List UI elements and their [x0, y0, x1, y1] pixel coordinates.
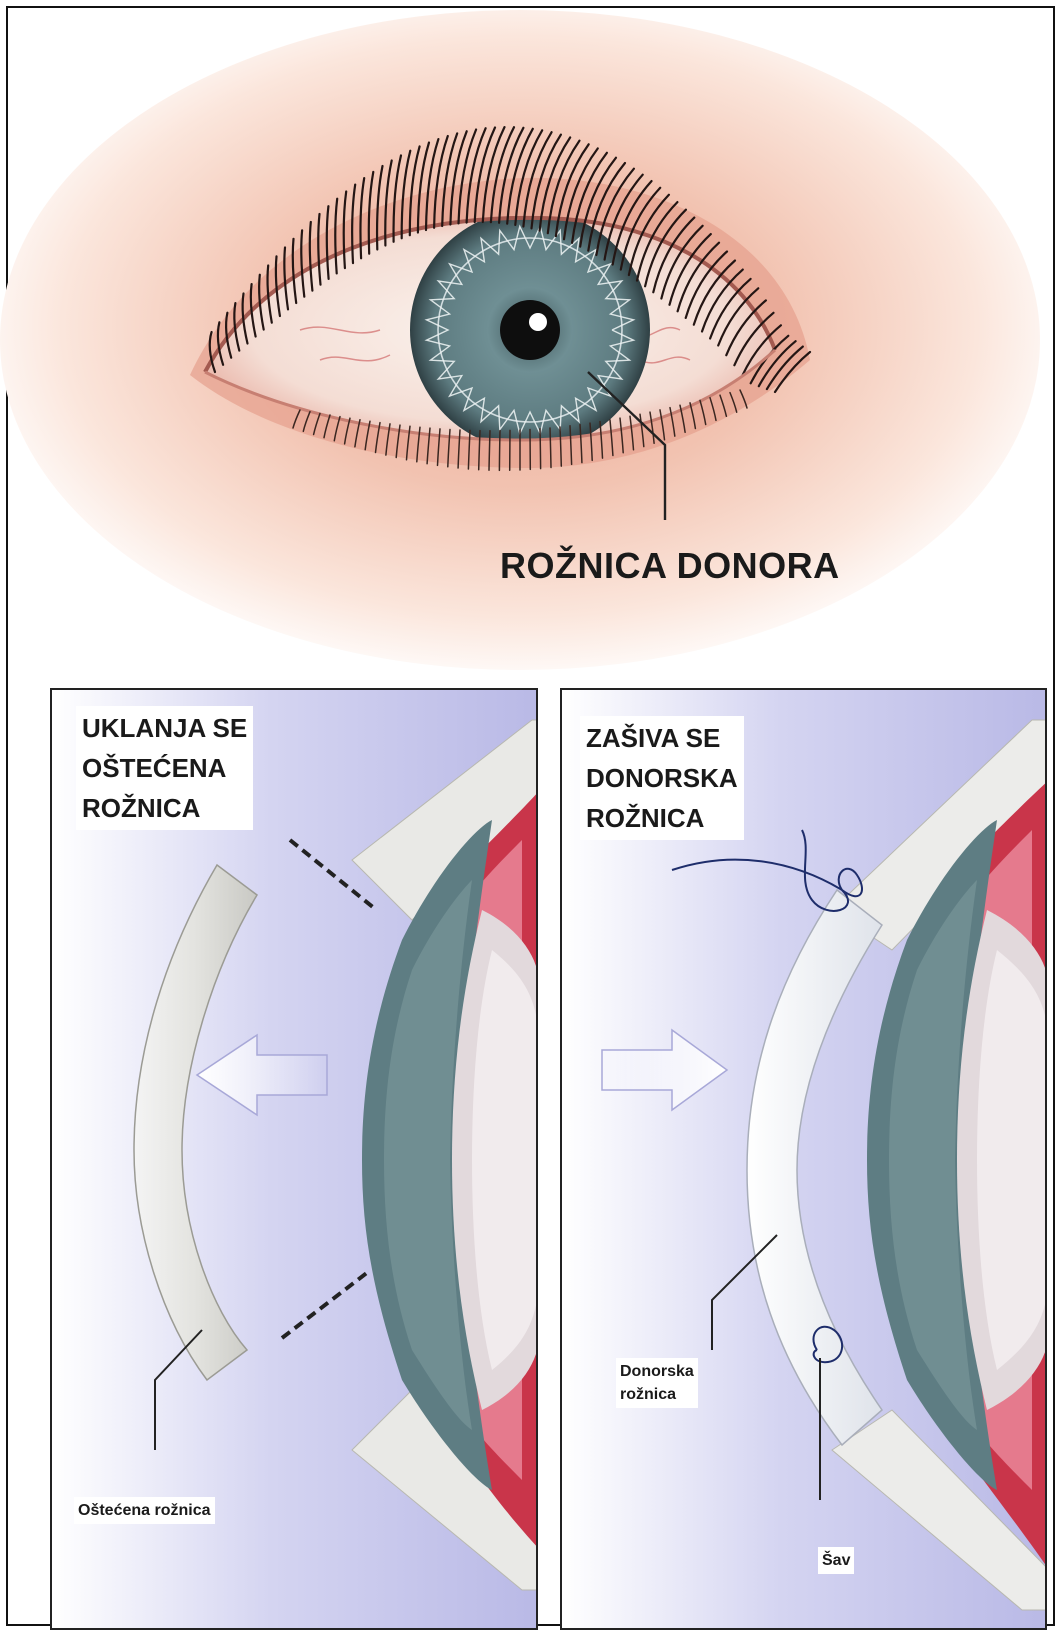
panel-suture-donor-cornea: ZAŠIVA SE DONORSKA ROŽNICA Donorska rožn… — [560, 688, 1047, 1630]
suture-step-title: ZAŠIVA SE DONORSKA ROŽNICA — [580, 716, 744, 840]
remove-title-line-1: UKLANJA SE — [82, 708, 247, 748]
donor-label-line-2: rožnica — [620, 1383, 694, 1406]
donor-label-line-1: Donorska — [620, 1360, 694, 1383]
suture-title-line-2: DONORSKA — [586, 758, 738, 798]
donor-cornea-label: ROŽNICA DONORA — [500, 545, 840, 587]
remove-title-line-3: ROŽNICA — [82, 788, 247, 828]
remove-cornea-illustration — [52, 690, 538, 1630]
remove-title-line-2: OŠTEĆENA — [82, 748, 247, 788]
donor-cornea-small-label: Donorska rožnica — [616, 1358, 698, 1408]
damaged-cornea-label: Oštećena rožnica — [74, 1497, 215, 1524]
remove-step-title: UKLANJA SE OŠTEĆENA ROŽNICA — [76, 706, 253, 830]
panel-remove-damaged-cornea: UKLANJA SE OŠTEĆENA ROŽNICA Oštećena rož… — [50, 688, 538, 1630]
suture-title-line-1: ZAŠIVA SE — [586, 718, 738, 758]
suture-label: Šav — [818, 1547, 854, 1574]
suture-title-line-3: ROŽNICA — [586, 798, 738, 838]
